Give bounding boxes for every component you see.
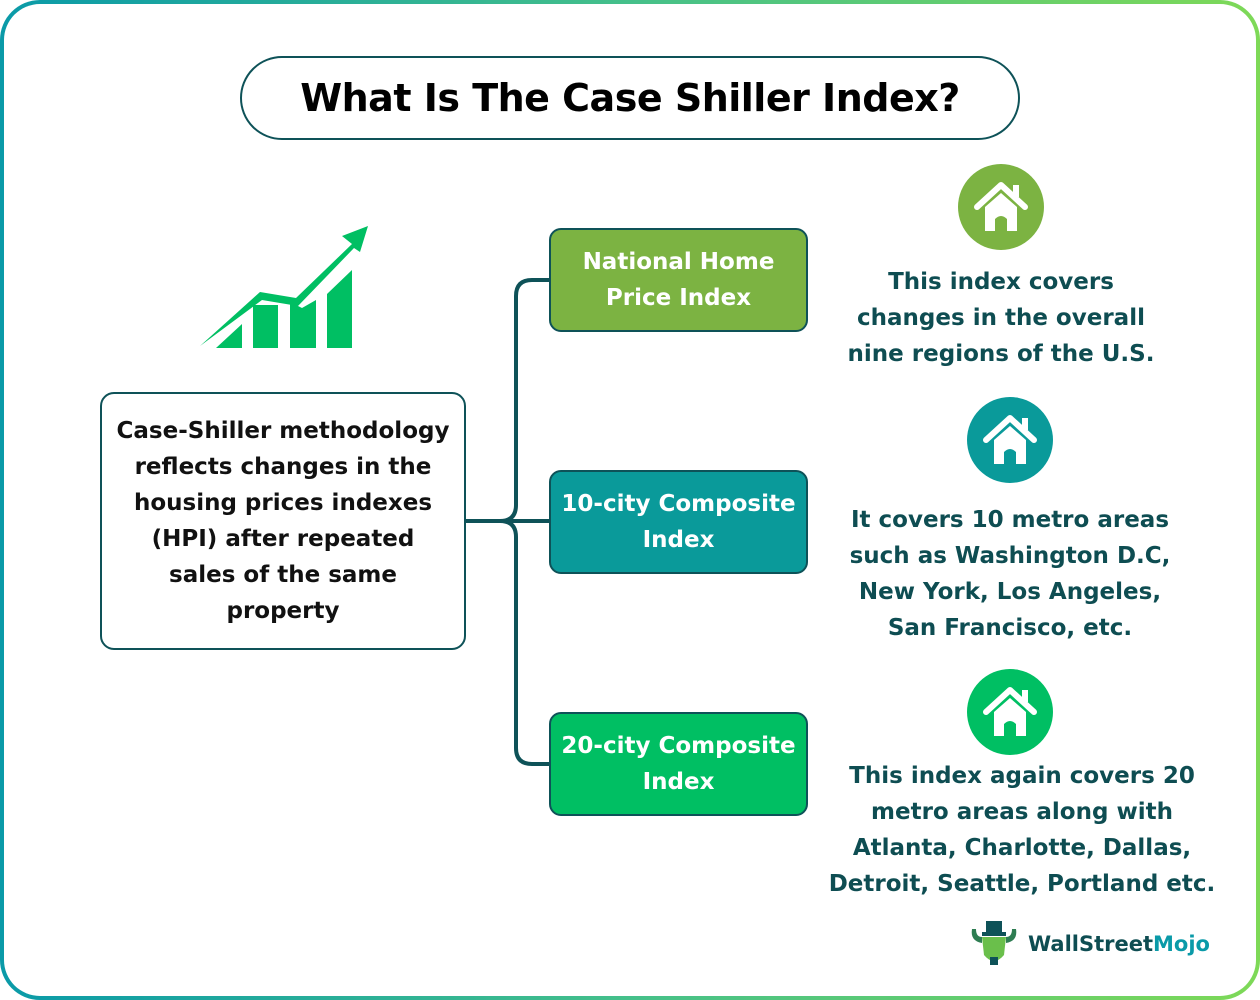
category-label: 20-city Composite Index <box>561 733 796 795</box>
house-icon <box>967 397 1053 483</box>
house-icon <box>967 669 1053 755</box>
growth-chart-icon <box>200 226 368 348</box>
logo-text: WallStreetMojo <box>1028 932 1210 956</box>
category-10-city-composite: 10-city Composite Index <box>549 470 808 574</box>
category-label: 10-city Composite Index <box>561 491 796 553</box>
house-icon <box>958 164 1044 250</box>
20-city-description: This index again covers 20 metro areas a… <box>828 763 1216 897</box>
main-description-box: Case-Shiller methodology reflects change… <box>100 392 466 650</box>
main-description-text: Case-Shiller methodology reflects change… <box>116 418 450 624</box>
wallstreetmojo-logo: WallStreetMojo <box>968 918 1210 970</box>
category-label: National Home Price Index <box>582 249 775 311</box>
page-title: What Is The Case Shiller Index? <box>300 76 960 120</box>
category-national-home-price-index: National Home Price Index <box>549 228 808 332</box>
10-city-description: It covers 10 metro areas such as Washing… <box>849 507 1171 641</box>
title-pill: What Is The Case Shiller Index? <box>240 56 1020 140</box>
bull-mascot-icon <box>971 921 1017 965</box>
national-index-description: This index covers changes in the overall… <box>847 269 1155 367</box>
category-20-city-composite: 20-city Composite Index <box>549 712 808 816</box>
